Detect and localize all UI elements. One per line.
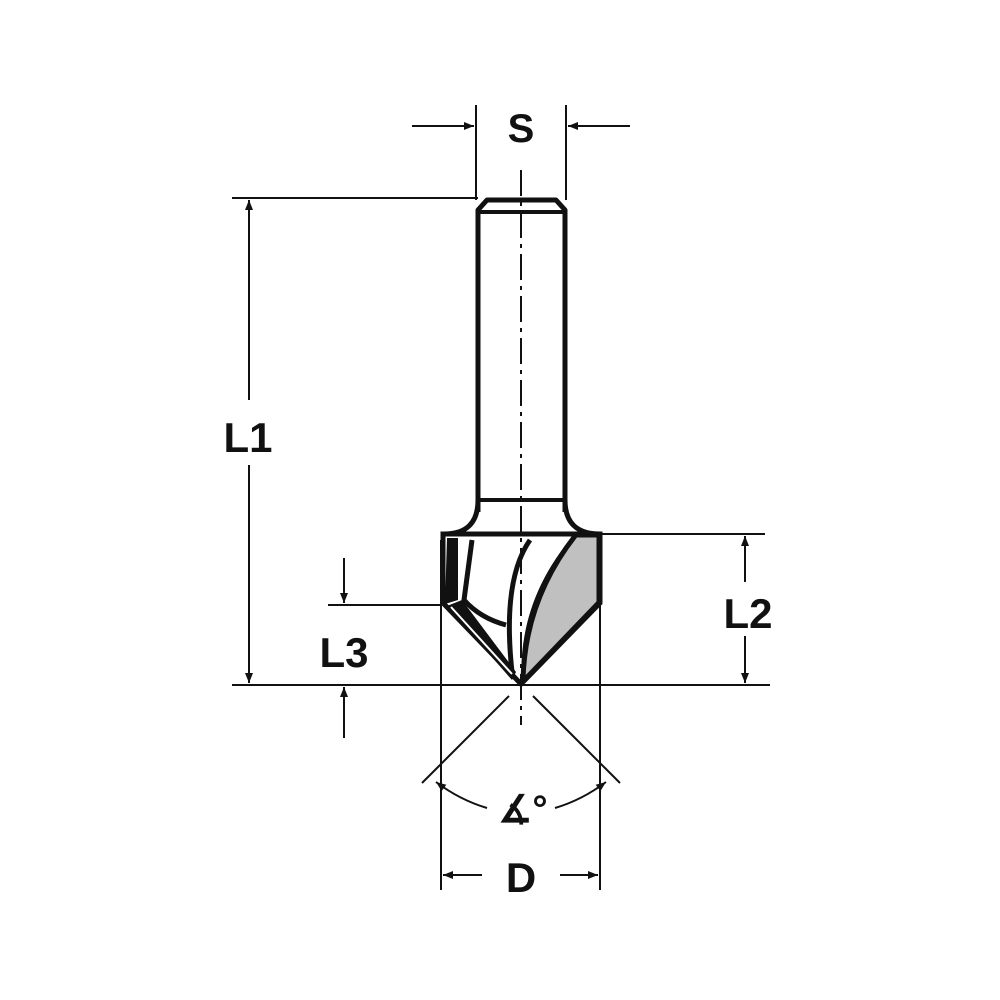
label-l3: L3 [319,629,368,676]
dimension-s: S [412,105,630,200]
label-l1: L1 [223,414,272,461]
label-l2: L2 [723,590,772,637]
label-s: S [508,107,535,151]
dimension-l2: L2 [600,533,773,683]
label-d: D [506,854,536,901]
label-angle: ∡° [498,789,547,831]
dimension-l1: L1 [223,197,770,686]
dimension-l3: L3 [319,558,442,738]
router-bit [440,170,603,725]
dimension-angle: ∡° [421,695,621,831]
